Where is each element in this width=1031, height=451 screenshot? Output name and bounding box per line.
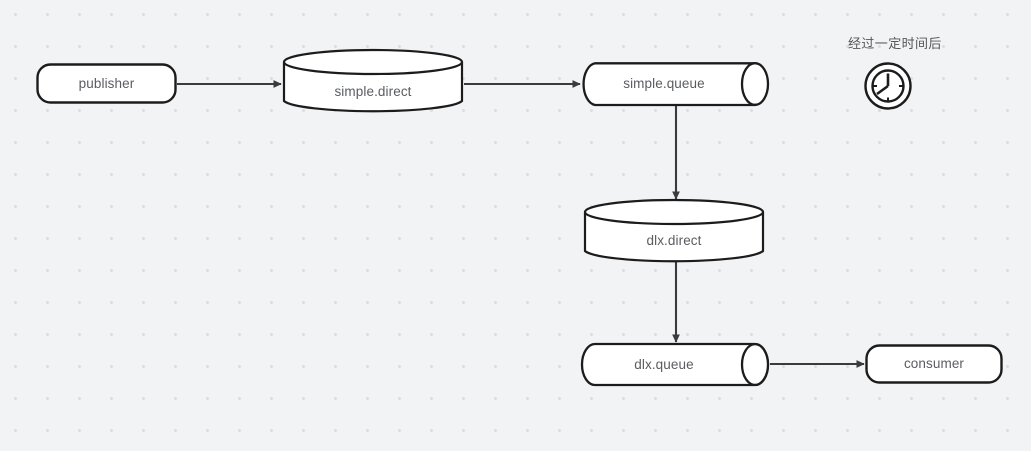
node-label-dlx-queue: dlx.queue xyxy=(634,357,694,372)
timer-annotation-label: 经过一定时间后 xyxy=(848,36,942,51)
clock-icon xyxy=(864,62,912,110)
node-dlx-queue[interactable] xyxy=(580,342,770,387)
node-label-consumer: consumer xyxy=(903,356,965,371)
node-simple-queue[interactable] xyxy=(582,62,770,107)
node-dlx-direct[interactable] xyxy=(583,198,765,263)
node-label-publisher: publisher xyxy=(78,76,135,91)
node-label-dlx-direct: dlx.direct xyxy=(646,233,702,248)
node-consumer[interactable] xyxy=(865,344,1003,384)
node-label-simple-queue: simple.queue xyxy=(623,76,705,91)
node-simple-direct[interactable] xyxy=(282,48,464,113)
node-label-simple-direct: simple.direct xyxy=(334,84,412,99)
node-publisher[interactable] xyxy=(36,63,177,104)
